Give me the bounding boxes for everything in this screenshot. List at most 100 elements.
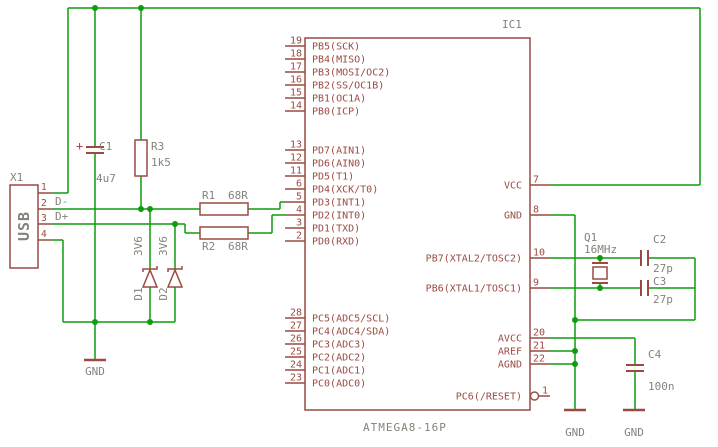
pin-name: PC3(ADC3): [312, 340, 366, 351]
ic-ref-label: IC1: [502, 18, 522, 31]
pin-number: 13: [290, 140, 302, 151]
ic-body: [304, 37, 531, 411]
pin-number: 15: [290, 88, 302, 99]
pin-number: 26: [290, 334, 302, 345]
usb-pin-number: 4: [41, 229, 47, 240]
pin-number: 11: [290, 166, 302, 177]
c3-ref-label: C3: [653, 275, 666, 288]
pin-name: PD6(AIN0): [312, 159, 366, 170]
d2-ref-label: D2: [157, 287, 170, 300]
dminus-label: D-: [55, 195, 68, 208]
q1-value-label: 16MHz: [584, 243, 617, 256]
resistor-r2-body: [199, 226, 249, 240]
pin-name: PC0(ADC0): [312, 379, 366, 390]
d2-triangle: [166, 268, 184, 288]
junction-dot: [572, 348, 578, 354]
pin-name: PB2(SS/OC1B): [312, 81, 384, 92]
pin-number: 9: [533, 278, 539, 289]
pin-number: 3: [296, 218, 302, 229]
q1-ref-label: Q1: [584, 231, 597, 244]
c1-ref-label: C1: [99, 140, 112, 153]
pin-name: PB5(SCK): [312, 42, 360, 53]
pin-number: 24: [290, 360, 302, 371]
pin-number: 17: [290, 62, 302, 73]
labels: X1 USB D- D+ + C1 4u7 R3 1k5 R1 68R R2 6…: [10, 18, 675, 439]
pin-number: 23: [290, 373, 302, 384]
pin-name: PC4(ADC4/SDA): [312, 327, 390, 338]
dplus-label: D+: [55, 210, 69, 223]
r3-value-label: 1k5: [151, 156, 171, 169]
pin-number: 21: [533, 341, 545, 352]
r1-ref-label: R1: [202, 189, 215, 202]
resistor-r1-body: [199, 202, 249, 216]
ic-part-label: ATMEGA8-16P: [363, 421, 447, 434]
pin-name: AVCC: [498, 334, 522, 345]
pin-name: PD4(XCK/T0): [312, 185, 378, 196]
net-wires: [52, 7, 701, 410]
c2-value-label: 27p: [653, 262, 673, 275]
usb-pins: 1 2 3 4: [38, 182, 52, 241]
junction-dot: [172, 221, 178, 227]
c2-ref-label: C2: [653, 233, 666, 246]
pin-number: 22: [533, 354, 545, 365]
pin-number: 4: [296, 205, 302, 216]
junction-dot: [572, 361, 578, 367]
gnd-label-right: GND: [624, 426, 644, 439]
usb-pin-number: 3: [41, 213, 47, 224]
pin-name: PB1(OC1A): [312, 94, 366, 105]
pin-name: PD7(AIN1): [312, 146, 366, 157]
pin-name: AREF: [498, 347, 522, 358]
pin-name: PB7(XTAL2/TOSC2): [426, 254, 522, 265]
pin-name: PB0(ICP): [312, 107, 360, 118]
gnd-label-left: GND: [85, 365, 105, 378]
d1-value-label: 3V6: [132, 236, 145, 256]
pin-number: 16: [290, 75, 302, 86]
r2-ref-label: R2: [202, 240, 215, 253]
junction-dot: [147, 319, 153, 325]
pin-number: 1: [542, 386, 548, 397]
usb-label: USB: [15, 211, 33, 241]
pin-name: PD2(INT0): [312, 211, 366, 222]
pin-number: 12: [290, 153, 302, 164]
pin-number: 28: [290, 308, 302, 319]
c1-value-label: 4u7: [96, 172, 116, 185]
pin-number: 6: [296, 179, 302, 190]
c1-plus-sign: +: [76, 139, 83, 153]
pin-number: 10: [533, 248, 545, 259]
pin-name: AGND: [498, 360, 522, 371]
pin-name: PB3(MOSI/OC2): [312, 68, 390, 79]
pin-name: PC6(/RESET): [456, 392, 522, 403]
pin-number: 8: [533, 205, 539, 216]
pin-name: PB4(MISO): [312, 55, 366, 66]
pin-number: 18: [290, 49, 302, 60]
junction-dot: [147, 206, 153, 212]
reset-inversion-bubble: [529, 391, 540, 401]
junction-dot: [572, 317, 578, 323]
r1-value-label: 68R: [228, 189, 248, 202]
pin-number: 20: [533, 328, 545, 339]
pin-number: 14: [290, 101, 302, 112]
pin-name: PB6(XTAL1/TOSC1): [426, 284, 522, 295]
d2-value-label: 3V6: [157, 236, 170, 256]
junction-dots: [92, 5, 603, 367]
junction-dot: [597, 285, 603, 291]
resistor-r3-body: [134, 139, 148, 177]
c3-value-label: 27p: [653, 293, 673, 306]
c4-value-label: 100n: [648, 380, 675, 393]
pin-name: GND: [504, 211, 522, 222]
pin-name: PC5(ADC5/SCL): [312, 314, 390, 325]
usb-pin-number: 1: [41, 182, 47, 193]
pin-number: 25: [290, 347, 302, 358]
usb-pin-number: 2: [41, 198, 47, 209]
pin-name: PD3(INT1): [312, 198, 366, 209]
junction-dot: [92, 319, 98, 325]
c4-ref-label: C4: [648, 348, 662, 361]
d1-triangle: [141, 268, 159, 288]
r2-value-label: 68R: [228, 240, 248, 253]
usb-connector-body: [9, 184, 39, 269]
pin-name: PC1(ADC1): [312, 366, 366, 377]
crystal-body: [592, 266, 608, 280]
